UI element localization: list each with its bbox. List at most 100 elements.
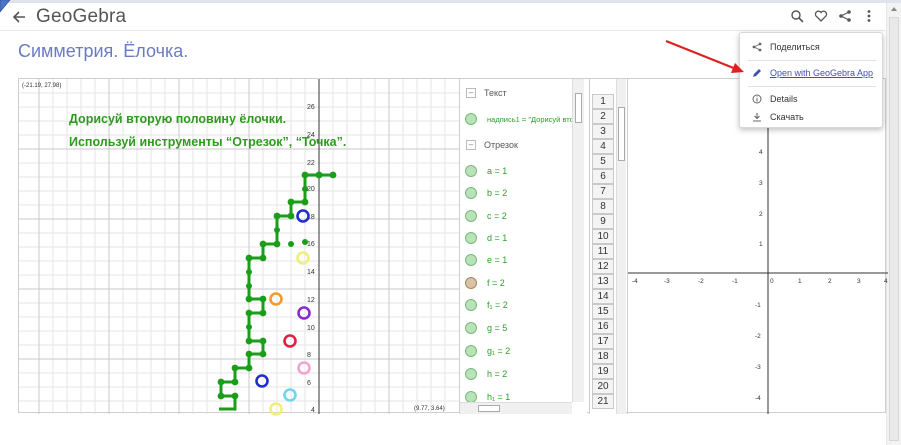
- y-tick-label: 4: [759, 149, 763, 156]
- scroll-up-icon[interactable]: [890, 5, 898, 13]
- menu-item-share[interactable]: Поделиться: [740, 38, 884, 56]
- algebra-item[interactable]: d = 1: [460, 228, 507, 248]
- spreadsheet-view: 1 2 3 4 5 6 7 8 9 10 11 12 13 14 15 16 1…: [589, 79, 626, 414]
- visibility-toggle[interactable]: [465, 368, 477, 380]
- row-header[interactable]: 2: [592, 109, 614, 124]
- back-button[interactable]: [6, 4, 32, 30]
- row-header[interactable]: 14: [592, 289, 614, 304]
- row-header[interactable]: 6: [592, 169, 614, 184]
- browser-strip: [0, 0, 901, 3]
- y-tick-label: 12: [307, 297, 315, 304]
- row-header[interactable]: 11: [592, 244, 614, 259]
- row-header[interactable]: 3: [592, 124, 614, 139]
- visibility-toggle[interactable]: [465, 165, 477, 177]
- x-tick-label: 3: [857, 278, 861, 285]
- y-tick-label: 1: [759, 241, 763, 248]
- scrollbar-thumb[interactable]: [889, 17, 899, 441]
- row-header[interactable]: 9: [592, 214, 614, 229]
- algebra-item[interactable]: f₁ = 2: [460, 295, 508, 315]
- visibility-toggle[interactable]: [465, 232, 477, 244]
- pencil-icon: [750, 68, 764, 78]
- category-segment[interactable]: – Отрезок: [460, 135, 518, 155]
- collapse-icon[interactable]: –: [466, 140, 476, 150]
- y-tick-label: 2: [759, 211, 763, 218]
- scroll-thumb[interactable]: [575, 93, 582, 123]
- visibility-toggle[interactable]: [465, 210, 477, 222]
- category-text[interactable]: – Текст: [460, 83, 507, 103]
- instruction-line-1: Дорисуй вторую половину ёлочки.: [69, 112, 286, 126]
- y-tick-label: 24: [307, 132, 315, 139]
- y-tick-label: 16: [307, 241, 315, 248]
- y-tick-label: 4: [311, 407, 315, 414]
- heart-icon[interactable]: [812, 7, 830, 25]
- y-tick-label: -3: [755, 364, 761, 371]
- visibility-toggle[interactable]: [465, 345, 477, 357]
- algebra-item[interactable]: h = 2: [460, 364, 507, 384]
- algebra-item[interactable]: c = 2: [460, 206, 507, 226]
- x-tick-label: 2: [828, 278, 832, 285]
- row-header[interactable]: 1: [592, 94, 614, 109]
- row-header[interactable]: 15: [592, 304, 614, 319]
- geogebra-logo[interactable]: GeoGebra: [36, 5, 127, 27]
- corner-top-left-label: (-21.19, 27.98): [22, 83, 61, 89]
- share-icon[interactable]: [836, 7, 854, 25]
- row-header[interactable]: 18: [592, 349, 614, 364]
- visibility-toggle[interactable]: [465, 277, 477, 289]
- row-header[interactable]: 4: [592, 139, 614, 154]
- y-tick-label: 18: [307, 214, 315, 221]
- scroll-thumb[interactable]: [618, 107, 625, 161]
- top-bar: GeoGebra: [0, 3, 886, 31]
- x-tick-label: 1: [798, 278, 802, 285]
- row-header[interactable]: 13: [592, 274, 614, 289]
- graphics-view-2[interactable]: -4 -3 -2 -1 0 1 2 3 4 4 3 2 1 -1 -2 -3 -…: [627, 79, 888, 414]
- collapse-icon[interactable]: –: [466, 88, 476, 98]
- menu-item-download[interactable]: Скачать: [740, 108, 884, 126]
- row-header[interactable]: 16: [592, 319, 614, 334]
- arrow-left-icon: [12, 10, 25, 23]
- y-tick-label: 14: [307, 269, 315, 276]
- row-header[interactable]: 8: [592, 199, 614, 214]
- menu-divider: [748, 86, 876, 87]
- more-vert-icon[interactable]: [860, 7, 878, 25]
- visibility-toggle[interactable]: [465, 322, 477, 334]
- spreadsheet-scrollbar[interactable]: [616, 79, 626, 414]
- menu-item-open-app[interactable]: Open with GeoGebra App: [740, 64, 884, 82]
- corner-bottom-right-label: (9.77, 3.64): [414, 406, 445, 412]
- visibility-toggle[interactable]: [465, 113, 477, 125]
- row-header[interactable]: 20: [592, 379, 614, 394]
- row-header[interactable]: 5: [592, 154, 614, 169]
- row-header[interactable]: 12: [592, 259, 614, 274]
- x-tick-label: -4: [632, 278, 638, 285]
- row-header[interactable]: 10: [592, 229, 614, 244]
- y-tick-label: 8: [307, 352, 311, 359]
- algebra-item[interactable]: e = 1: [460, 250, 507, 270]
- row-header[interactable]: 7: [592, 184, 614, 199]
- page-title: Симметрия. Ёлочка.: [18, 41, 189, 61]
- algebra-item[interactable]: f = 2: [460, 273, 505, 293]
- row-header[interactable]: 21: [592, 394, 614, 409]
- geogebra-applet: 26 24 22 20 18 16 14 12 10 8 6 4: [18, 78, 888, 416]
- algebra-item[interactable]: g = 5: [460, 318, 507, 338]
- search-icon[interactable]: [788, 7, 806, 25]
- algebra-horizontal-scrollbar[interactable]: [460, 402, 572, 414]
- y-tick-label: 20: [307, 186, 315, 193]
- menu-item-details[interactable]: Details: [740, 90, 884, 108]
- y-tick-label: 6: [307, 380, 311, 387]
- scroll-thumb[interactable]: [478, 405, 500, 412]
- algebra-item[interactable]: a = 1: [460, 161, 507, 181]
- row-header[interactable]: 19: [592, 364, 614, 379]
- tree-points: [217, 171, 337, 400]
- graphics-view[interactable]: 26 24 22 20 18 16 14 12 10 8 6 4: [19, 79, 459, 416]
- x-tick-label: -3: [664, 278, 670, 285]
- visibility-toggle[interactable]: [465, 254, 477, 266]
- algebra-item[interactable]: g₁ = 2: [460, 341, 510, 361]
- algebra-item[interactable]: b = 2: [460, 183, 507, 203]
- visibility-toggle[interactable]: [465, 187, 477, 199]
- row-header[interactable]: 17: [592, 334, 614, 349]
- algebra-item-text[interactable]: надпись1 = "Дорисуй вто: [460, 109, 574, 129]
- y-tick-label: 26: [307, 104, 315, 111]
- page-scrollbar[interactable]: [886, 3, 901, 445]
- visibility-toggle[interactable]: [465, 299, 477, 311]
- algebra-vertical-scrollbar[interactable]: [572, 79, 584, 402]
- share-icon: [750, 42, 764, 52]
